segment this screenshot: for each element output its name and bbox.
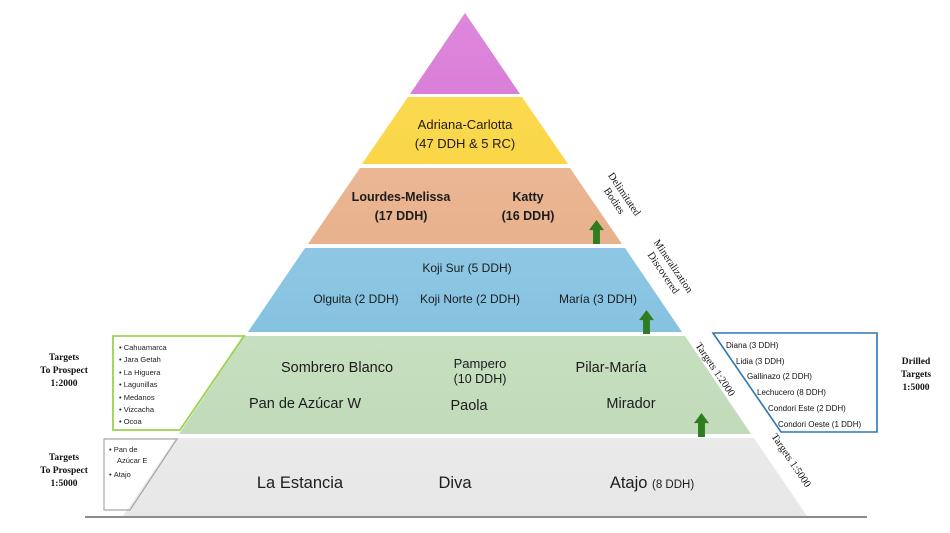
list-item: Condori Oeste (1 DDH) — [778, 419, 862, 429]
targets-to-prospect-5000-label: Targets To Prospect 1:5000 — [32, 452, 96, 491]
maria-label: María (3 DDH) — [558, 292, 638, 306]
pan-de-azucar-w-label: Pan de Azúcar W — [248, 396, 362, 412]
list-item: Medanos — [119, 392, 203, 404]
prospect-5000-list: Pan de Azúcar E Atajo — [109, 445, 157, 485]
adriana-carlotta-ddh-count: (47 DDH & 5 RC) — [414, 136, 516, 151]
pilar-maria-label: Pilar-María — [575, 360, 647, 376]
atajo-label-group: Atajo (8 DDH) — [610, 474, 694, 493]
drilled-targets-label: Drilled Targets 1:5000 — [884, 356, 948, 395]
prospect-2000-list: Cahuamarca Jara Getah La Higuera Lagunil… — [119, 342, 203, 429]
koji-sur-label: Koji Sur (5 DDH) — [422, 261, 512, 275]
pampero-label: Pampero — [453, 356, 507, 371]
pampero-ddh-count: (10 DDH) — [453, 372, 507, 386]
list-item: Lidia (3 DDH) — [736, 356, 785, 366]
drilled-targets-list: Diana (3 DDH) Lidia (3 DDH) Gallinazo (2… — [716, 338, 861, 432]
label-line: 1:2000 — [50, 379, 78, 389]
list-item: Ocoa — [119, 416, 203, 428]
label-line: 1:5000 — [902, 383, 930, 393]
paola-label: Paola — [450, 398, 488, 414]
list-item: Condori Este (2 DDH) — [768, 403, 846, 413]
prospect-5000-box-outline — [103, 438, 179, 511]
list-item: Cahuamarca — [119, 342, 203, 354]
list-item: Gallinazo (2 DDH) — [747, 372, 812, 382]
label-line: Targets — [48, 453, 80, 463]
mirador-label: Mirador — [606, 396, 656, 412]
list-item: Lagunillas — [119, 379, 203, 391]
olguita-label: Olguita (2 DDH) — [313, 292, 399, 306]
katty-ddh-count: (16 DDH) — [501, 209, 555, 223]
label-line: To Prospect — [40, 366, 88, 376]
label-line: Drilled — [901, 357, 931, 367]
baseline-divider — [85, 516, 867, 518]
atajo-ddh-count: (8 DDH) — [652, 479, 695, 491]
lourdes-melissa-ddh-count: (17 DDH) — [374, 209, 428, 223]
list-item: Pan de Azúcar E — [109, 445, 157, 466]
label-line: To Prospect — [40, 466, 88, 476]
list-item: La Higuera — [119, 367, 203, 379]
label-line: 1:5000 — [50, 479, 78, 489]
label-line: Targets — [900, 370, 932, 380]
katty-label: Katty — [512, 190, 544, 204]
la-estancia-label: La Estancia — [256, 474, 344, 492]
diva-label: Diva — [438, 474, 472, 492]
label-line: Targets — [48, 353, 80, 363]
list-item: Atajo — [109, 470, 157, 481]
list-item: Jara Getah — [119, 354, 203, 366]
list-item: Diana (3 DDH) — [726, 341, 779, 350]
prospect-2000-box-outline — [112, 335, 246, 431]
targets-to-prospect-2000-label: Targets To Prospect 1:2000 — [32, 352, 96, 391]
list-item: Lechucero (8 DDH) — [757, 388, 826, 398]
sombrero-blanco-label: Sombrero Blanco — [280, 360, 394, 376]
adriana-carlotta-label: Adriana-Carlotta — [417, 117, 513, 132]
lourdes-melissa-label: Lourdes-Melissa — [351, 190, 451, 204]
drilled-targets-box-outline — [711, 332, 878, 433]
list-item: Vizcacha — [119, 404, 203, 416]
atajo-label: Atajo — [609, 474, 648, 492]
koji-norte-label: Koji Norte (2 DDH) — [419, 292, 521, 306]
